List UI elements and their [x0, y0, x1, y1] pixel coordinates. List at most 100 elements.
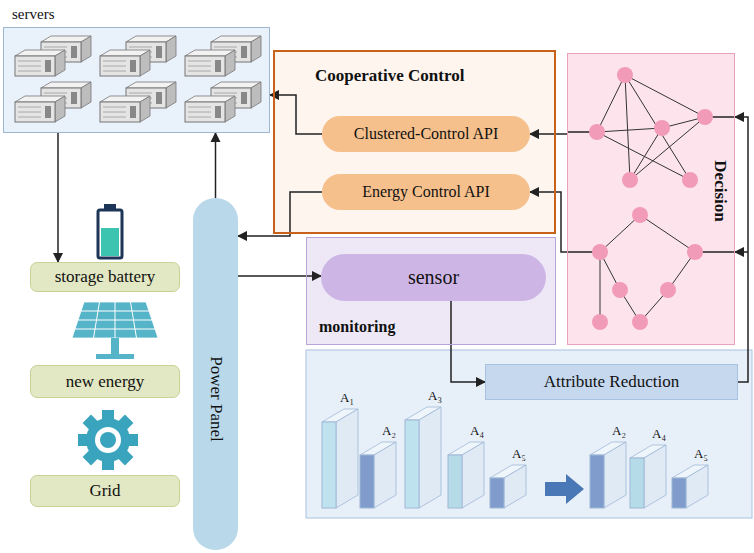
shape	[15, 102, 55, 122]
line	[567, 251, 593, 253]
graph-node	[592, 244, 608, 260]
line	[18, 66, 41, 67]
shape	[567, 53, 735, 345]
line	[131, 302, 137, 338]
graph-node	[632, 314, 648, 330]
connector-arrow	[530, 133, 567, 135]
connector-arrow	[215, 133, 217, 198]
attribute-label: A₅	[694, 447, 708, 460]
line	[597, 132, 690, 180]
line	[18, 71, 41, 72]
line	[600, 252, 601, 322]
graph-node	[592, 314, 608, 330]
line	[44, 93, 67, 94]
shape	[462, 442, 484, 508]
graph-node	[682, 172, 698, 188]
line	[640, 215, 695, 252]
line	[597, 128, 662, 132]
attribute-label: A₂	[612, 424, 626, 437]
node-text: Decision	[710, 160, 730, 221]
shape	[98, 210, 122, 258]
line	[630, 117, 705, 180]
shape	[185, 56, 225, 76]
graph-node	[654, 120, 670, 136]
shape	[55, 96, 65, 122]
line	[735, 251, 748, 253]
line	[18, 112, 41, 113]
line	[625, 75, 690, 180]
shape	[590, 455, 604, 508]
connector-arrow	[238, 192, 322, 236]
shape	[644, 445, 666, 508]
shape	[81, 82, 91, 108]
node-text: servers	[12, 6, 54, 23]
shape	[130, 60, 136, 72]
source-box: storage battery	[30, 262, 180, 292]
shape	[686, 465, 708, 508]
line	[44, 47, 67, 48]
node-text: Attribute Reduction	[544, 372, 680, 392]
shape	[55, 50, 65, 76]
connector-arrow	[735, 117, 748, 382]
node-text: Power Panel	[206, 356, 226, 441]
shape	[156, 92, 162, 104]
shape	[306, 350, 752, 518]
shape	[225, 96, 235, 122]
shape	[604, 442, 626, 508]
shape	[448, 455, 462, 508]
shape	[3, 27, 270, 133]
line	[103, 61, 126, 62]
shape	[166, 36, 176, 62]
shape	[215, 60, 221, 72]
graph-node	[697, 109, 713, 125]
shape	[251, 82, 261, 108]
node-text: Cooperative Control	[315, 66, 464, 86]
attribute-label: A₄	[470, 424, 484, 437]
line	[188, 117, 211, 118]
line	[18, 107, 41, 108]
shape	[45, 60, 51, 72]
line	[18, 117, 41, 118]
connector-arrow	[238, 275, 321, 277]
shape	[72, 302, 158, 338]
shape	[360, 455, 374, 508]
shape	[71, 92, 77, 104]
api-pill: Energy Control API	[322, 174, 530, 210]
shape	[504, 465, 526, 508]
shape	[101, 228, 119, 256]
shape	[100, 56, 140, 76]
line	[712, 116, 735, 118]
line	[103, 117, 126, 118]
node-text: sensor	[408, 266, 459, 289]
connector-arrow	[270, 95, 322, 134]
shape	[405, 420, 419, 508]
node-text: Energy Control API	[362, 183, 490, 201]
shape	[225, 50, 235, 76]
attribute-label: A₄	[652, 427, 666, 440]
shape	[419, 407, 441, 508]
sensor-pill: sensor	[321, 254, 546, 301]
line	[129, 93, 152, 94]
attribute-label: A₃	[428, 389, 442, 402]
power-bar: Power Panel	[193, 198, 238, 550]
line	[597, 75, 625, 132]
api-pill: Clustered-Control API	[322, 116, 530, 152]
shape	[100, 102, 140, 122]
node-text: Grid	[89, 481, 120, 501]
source-box: Grid	[30, 475, 180, 507]
shape	[45, 106, 51, 118]
shape	[672, 478, 686, 508]
shape	[241, 46, 247, 58]
graph-node	[612, 282, 628, 298]
line	[188, 61, 211, 62]
line	[18, 61, 41, 62]
decision-panel: Decision	[567, 53, 735, 345]
graph-node	[632, 207, 648, 223]
shape	[306, 237, 556, 345]
line	[702, 251, 735, 253]
line	[630, 128, 662, 180]
shape	[251, 36, 261, 62]
line	[103, 112, 126, 113]
node-text: monitoring	[319, 318, 395, 336]
server-group: servers	[3, 27, 270, 133]
